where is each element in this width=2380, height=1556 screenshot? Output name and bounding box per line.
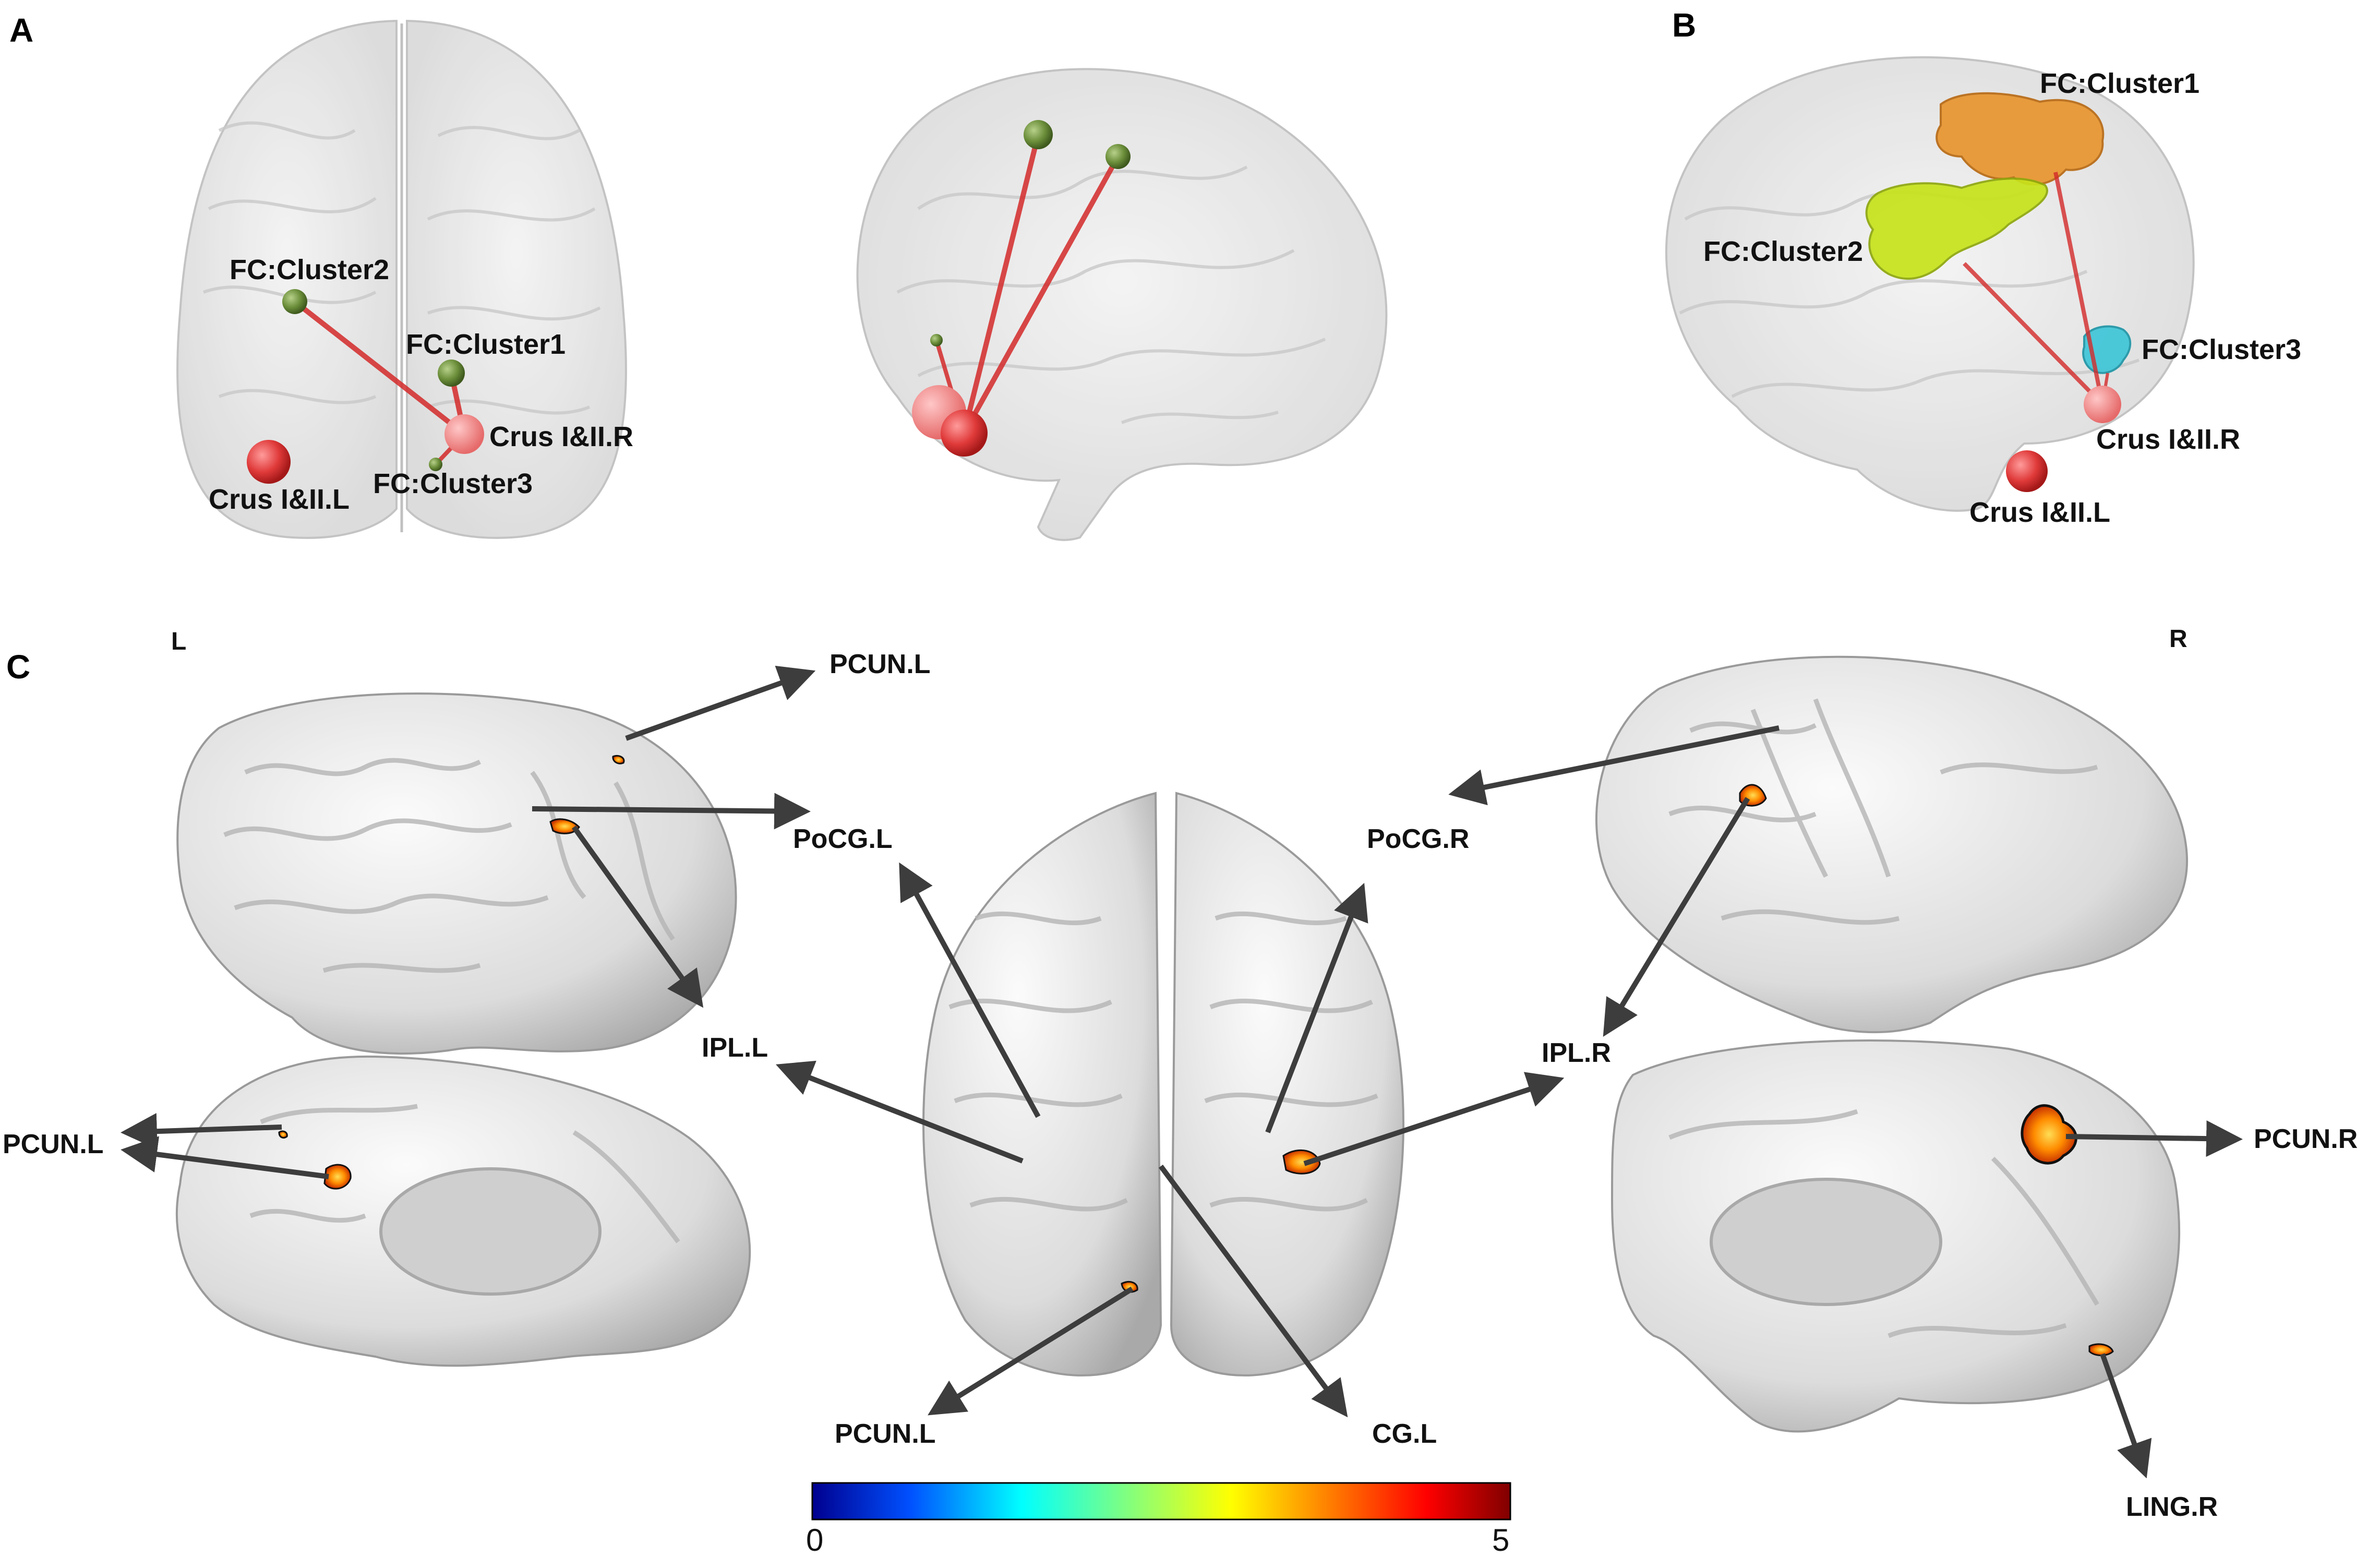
arrow-dorsal-cg-l (1158, 1165, 1348, 1418)
arrow-left-lateral-pocg (532, 793, 811, 830)
label-c-left-lateral-pocg: PoCG.L (793, 824, 893, 854)
label-a-cluster2: FC:Cluster2 (230, 254, 389, 285)
arrow-left-medial-pcun-lower (121, 1136, 329, 1179)
blob-dorsal-ipl-r (1282, 1149, 1321, 1175)
right-lateral-surface (1595, 655, 2188, 1034)
arrow-dorsal-ipl-r (1303, 1072, 1565, 1166)
right-medial-surface (1610, 1039, 2181, 1433)
side-label-left: L (171, 628, 186, 655)
label-c-right-medial-ling: LING.R (2126, 1492, 2218, 1522)
arrow-right-lateral-ipl (1603, 797, 1750, 1037)
blob-right-medial-ling (2088, 1343, 2114, 1356)
blob-left-lateral-pcun (612, 755, 625, 764)
label-b-crus-left: Crus I&II.L (1969, 497, 2110, 528)
label-b-cluster1: FC:Cluster1 (2040, 68, 2199, 99)
label-a-crus-right: Crus I&II.R (489, 421, 633, 452)
label-c-left-lateral-ipl: IPL.L (702, 1033, 768, 1063)
panel-label-b: B (1672, 6, 1696, 44)
blob-dorsal-pcun-l (1121, 1281, 1138, 1293)
cluster1-node-sagittal (1024, 120, 1053, 149)
label-c-dorsal-pocg-r: PoCG.R (1367, 824, 1469, 854)
blob-left-medial-pcun-upper (278, 1130, 288, 1139)
blob-left-lateral-ipl (549, 818, 580, 834)
crus-left-node-b (2006, 450, 2048, 492)
label-c-left-medial-pcun: PCUN.L (3, 1129, 104, 1159)
colorbar (811, 1482, 1511, 1521)
fc-cluster2-region (1865, 177, 2048, 280)
arrow-right-medial-pcun (2065, 1120, 2243, 1157)
colorbar-max-label: 5 (1492, 1523, 1509, 1556)
cluster2-node-axial (282, 289, 307, 314)
panel-label-c: C (6, 648, 30, 686)
side-label-right: R (2169, 625, 2187, 653)
cluster1-node-axial (438, 360, 465, 387)
label-arrows (121, 665, 2243, 1479)
panel-a-sagittal-glass-brain (856, 68, 1388, 541)
arrow-dorsal-pcun-l (928, 1286, 1134, 1416)
arrow-dorsal-ipl-l (775, 1060, 1024, 1164)
label-b-cluster3: FC:Cluster3 (2142, 334, 2301, 365)
arrow-left-medial-pcun-upper (121, 1113, 282, 1150)
label-c-right-medial-pcun: PCUN.R (2254, 1124, 2358, 1154)
crus-left-node-axial (247, 440, 291, 484)
blob-right-medial-pcun (2021, 1104, 2077, 1165)
label-b-crus-right: Crus I&II.R (2096, 424, 2240, 455)
dorsal-surface (922, 792, 1404, 1377)
left-medial-surface (176, 1055, 751, 1367)
label-c-dorsal-pcun-l: PCUN.L (835, 1419, 936, 1449)
blob-left-medial-pcun-lower (323, 1164, 352, 1190)
arrow-left-lateral-ipl (571, 825, 704, 1008)
label-a-cluster3: FC:Cluster3 (373, 468, 533, 499)
crus-right-node-axial (444, 414, 484, 454)
label-b-cluster2: FC:Cluster2 (1703, 236, 1863, 267)
label-a-cluster1: FC:Cluster1 (406, 329, 566, 360)
left-lateral-surface (176, 692, 737, 1055)
label-a-crus-left: Crus I&II.L (209, 484, 350, 515)
arrow-dorsal-pocg-l (899, 862, 1041, 1118)
arrow-right-lateral-pocg (1448, 725, 1780, 806)
cluster3-node-axial (429, 458, 442, 471)
crus-right-node-sagittal (941, 410, 988, 457)
label-c-dorsal-ipl-r: IPL.R (1542, 1038, 1611, 1068)
cluster2-node-sagittal (1105, 144, 1131, 169)
arrow-left-lateral-pcun (625, 665, 816, 741)
panel-label-a: A (9, 11, 33, 49)
colorbar-min-label: 0 (806, 1523, 823, 1556)
crus-right-node-b (2084, 386, 2121, 423)
arrow-right-medial-ling (2100, 1353, 2152, 1479)
fc-cluster1-region (1936, 92, 2105, 186)
label-c-dorsal-cg-l: CG.L (1372, 1419, 1437, 1449)
label-c-left-lateral-pcun: PCUN.L (830, 649, 931, 679)
cluster3-node-sagittal (930, 334, 943, 346)
panel-a-axial-glass-brain (176, 19, 627, 539)
arrow-dorsal-pocg-r (1265, 882, 1368, 1133)
